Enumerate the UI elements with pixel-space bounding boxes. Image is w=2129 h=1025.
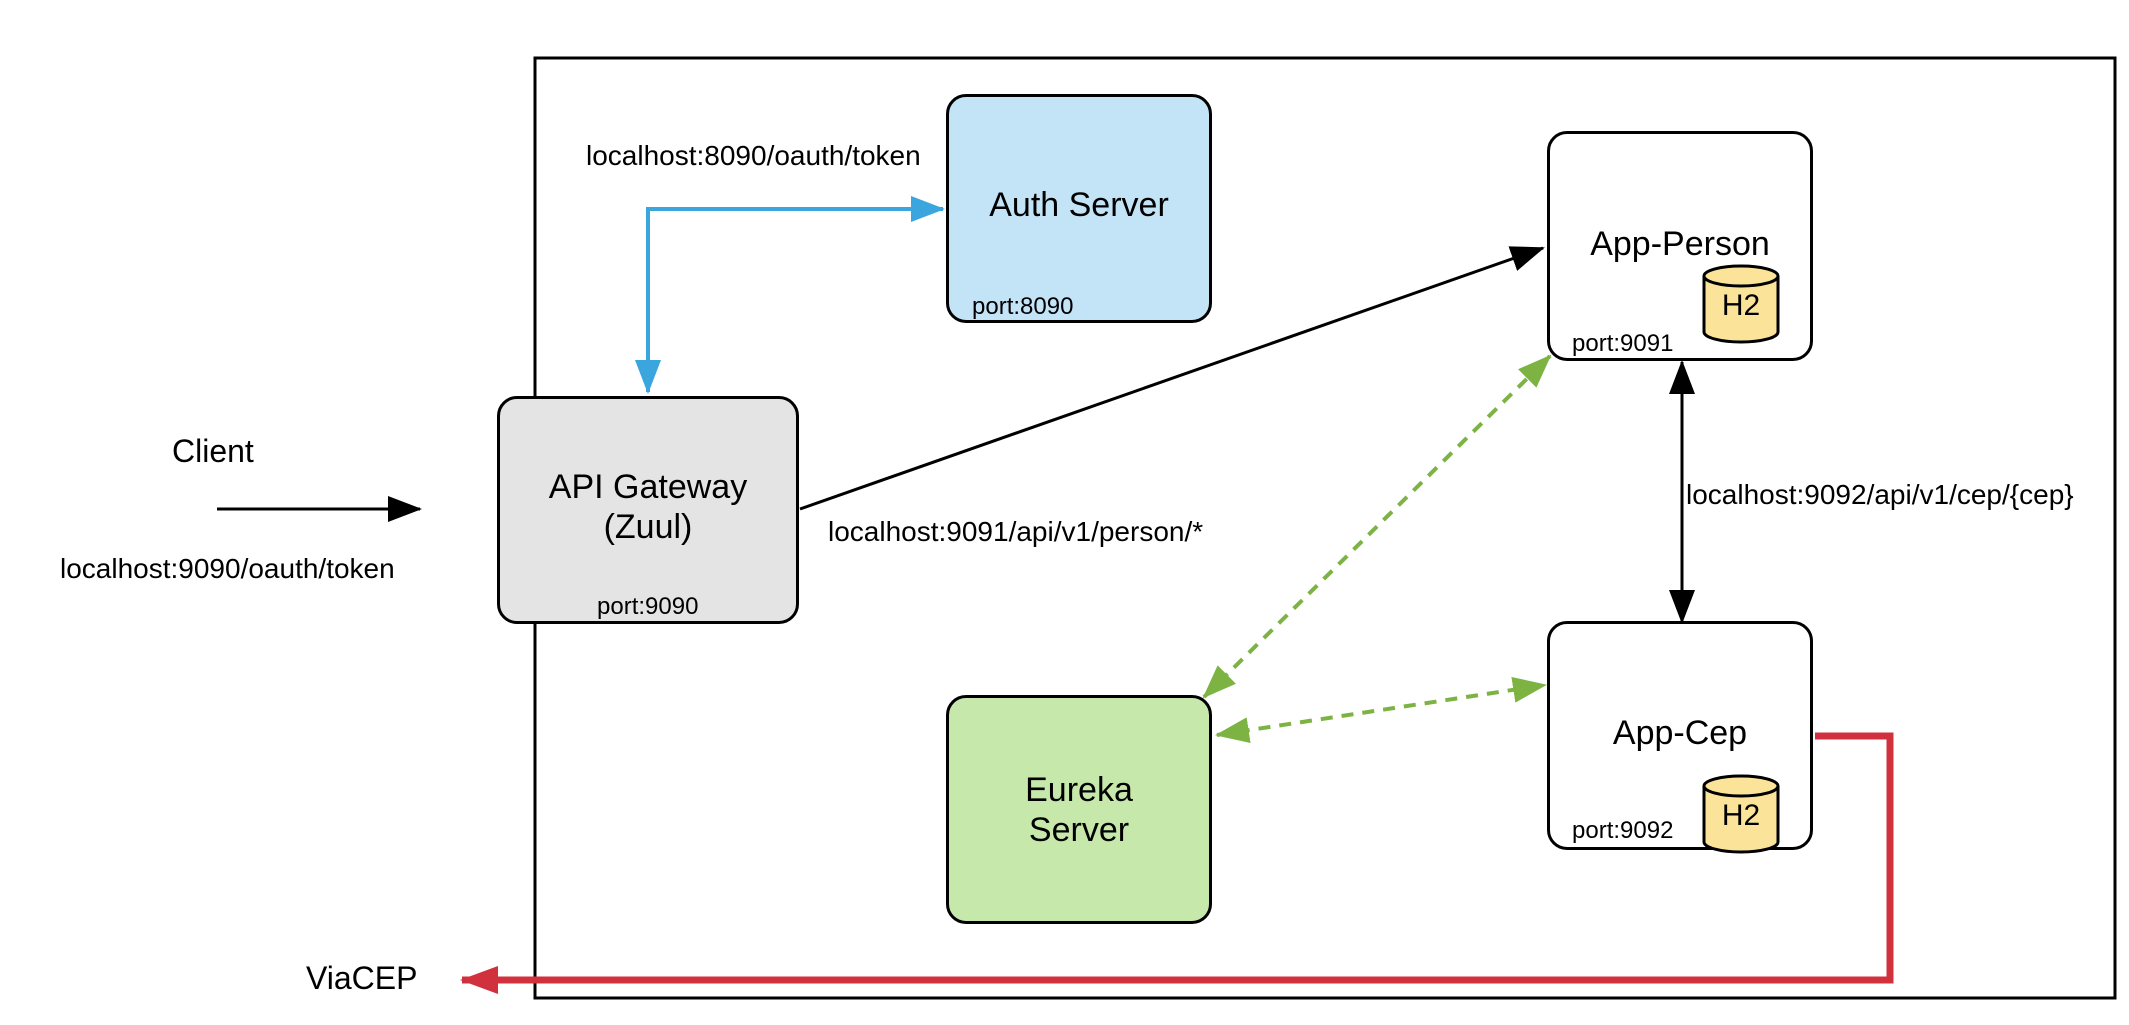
app-person-node[interactable]: App-Person port:9091 H2	[1547, 131, 1813, 361]
auth-server-node[interactable]: Auth Server port:8090	[946, 94, 1212, 323]
auth-server-port: port:8090	[972, 293, 1074, 320]
auth-server-title: Auth Server	[989, 186, 1169, 224]
eureka-server-subtitle: Server	[1028, 811, 1130, 849]
app-cep-node[interactable]: App-Cep port:9092 H2	[1547, 621, 1813, 854]
app-person-db-label: H2	[1721, 289, 1761, 322]
api-gateway-node[interactable]: API Gateway (Zuul) port:9090	[497, 396, 799, 624]
cep-url-label: localhost:9092/api/v1/cep/{cep}	[1686, 479, 2074, 510]
eureka-cep-link	[1215, 676, 1547, 744]
app-cep-port: port:9092	[1572, 817, 1674, 844]
app-cep-db-label: H2	[1721, 799, 1761, 832]
person-route-arrow	[799, 246, 1545, 511]
auth-url-label: localhost:8090/oauth/token	[586, 140, 921, 171]
eureka-person-link	[1202, 354, 1552, 699]
app-cep-title: App-Cep	[1612, 714, 1748, 752]
client-label: Client	[172, 433, 254, 469]
viacep-label: ViaCEP	[306, 960, 418, 996]
api-gateway-subtitle: (Zuul)	[603, 508, 693, 546]
app-person-db-icon: H2	[1701, 264, 1781, 346]
api-gateway-port: port:9090	[597, 593, 699, 620]
api-gateway-title: API Gateway	[548, 468, 748, 506]
app-cep-db-icon: H2	[1701, 774, 1781, 856]
viacep-link	[460, 732, 1894, 994]
app-person-title: App-Person	[1590, 225, 1770, 263]
eureka-server-node[interactable]: Eureka Server	[946, 695, 1212, 924]
eureka-server-title: Eureka	[1025, 771, 1133, 809]
app-person-port: port:9091	[1572, 330, 1674, 357]
client-url-label: localhost:9090/oauth/token	[60, 553, 395, 584]
auth-link	[635, 196, 945, 394]
person-url-label: localhost:9091/api/v1/person/*	[828, 516, 1204, 547]
